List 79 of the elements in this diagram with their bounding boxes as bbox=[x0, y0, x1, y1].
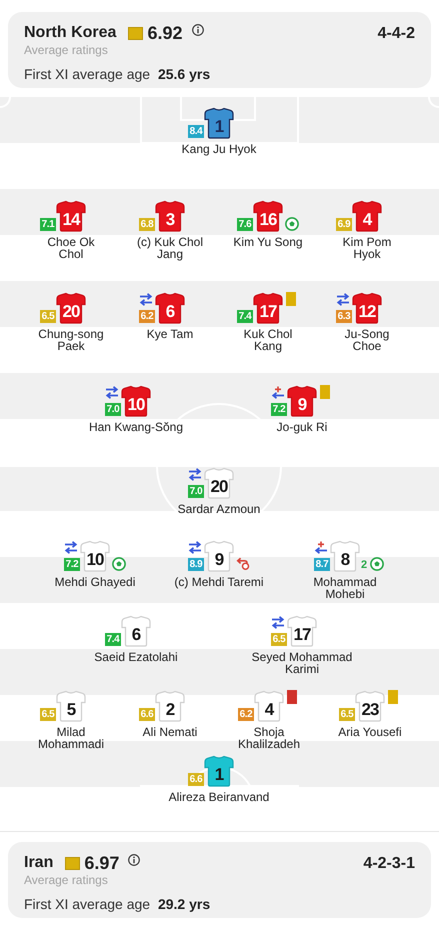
average-age-text: First XI average age 29.2 yrs bbox=[24, 896, 210, 913]
rating-badge: 7.2 bbox=[64, 558, 80, 571]
player-name: Shoja Khalilzadeh bbox=[236, 726, 302, 750]
shirt-number: 12 bbox=[358, 302, 376, 320]
rating-badge: 8.4 bbox=[188, 125, 204, 138]
player-name: Kang Ju Hyok bbox=[182, 143, 256, 155]
rating-badge: 6.3 bbox=[336, 310, 352, 323]
shirt-number: 20 bbox=[210, 478, 228, 494]
rating-badge: 6.5 bbox=[40, 708, 56, 721]
player-name: Ju-Song Choe bbox=[344, 328, 390, 352]
rating-badge: 8.7 bbox=[314, 558, 330, 571]
rating-badge: 7.1 bbox=[40, 218, 56, 231]
player-name: Han Kwang-Sŏng bbox=[88, 421, 184, 433]
team-summary-card bbox=[8, 842, 431, 918]
average-age-text: First XI average age 25.6 yrs bbox=[24, 66, 210, 83]
player-name: Milad Mohammadi bbox=[36, 726, 106, 750]
shirt-number: 8 bbox=[340, 550, 350, 568]
shirt-number: 20 bbox=[62, 302, 80, 320]
shirt-number: 4 bbox=[362, 210, 372, 228]
player-name: Kim Yu Song bbox=[233, 236, 303, 248]
team-rating: 6.92 bbox=[147, 22, 182, 44]
rating-badge: 8.9 bbox=[188, 558, 204, 571]
shirt-number: 10 bbox=[86, 550, 104, 568]
player-name: Alireza Beiranvand bbox=[168, 791, 270, 803]
shirt-number: 6 bbox=[132, 626, 140, 642]
formation: 4-4-2 bbox=[378, 24, 415, 44]
rating-badge: 7.0 bbox=[188, 485, 204, 498]
rating-badge: 6.5 bbox=[271, 633, 287, 646]
shirt-number: 5 bbox=[66, 700, 76, 718]
formation: 4-2-3-1 bbox=[363, 854, 415, 874]
shirt-number: 4 bbox=[264, 700, 274, 718]
team-summary-card bbox=[8, 12, 431, 88]
rating-badge: 7.4 bbox=[105, 633, 121, 646]
player-name: Choe Ok Chol bbox=[46, 236, 96, 260]
shirt-number: 9 bbox=[298, 396, 306, 412]
shirt-number: 3 bbox=[166, 210, 174, 228]
player-name: Kuk Chol Kang bbox=[242, 328, 294, 352]
shirt-number: 23 bbox=[362, 700, 378, 718]
rating-badge: 6.6 bbox=[188, 773, 204, 786]
shirt-number: 16 bbox=[260, 210, 276, 228]
rating-badge: 6.9 bbox=[336, 218, 352, 231]
shirt-number: 17 bbox=[260, 302, 276, 320]
team-name: North Korea bbox=[24, 23, 116, 43]
shirt-number: 14 bbox=[62, 210, 80, 228]
rating-badge: 6.5 bbox=[339, 708, 355, 721]
rating-badge: 6.2 bbox=[238, 708, 254, 721]
rating-badge: 6.8 bbox=[139, 218, 155, 231]
rating-caption: Average ratings bbox=[24, 43, 108, 57]
player-name: Ali Nemati bbox=[142, 726, 198, 738]
player-name: (c) Mehdi Taremi bbox=[174, 576, 264, 588]
player-name: Kye Tam bbox=[146, 328, 194, 340]
player-name: Saeid Ezatolahi bbox=[94, 651, 178, 663]
shirt-number: 6 bbox=[166, 302, 174, 320]
shirt-number: 1 bbox=[214, 766, 224, 782]
rating-badge: 6.6 bbox=[139, 708, 155, 721]
shirt-number: 17 bbox=[294, 626, 310, 642]
player-name: Sardar Azmoun bbox=[178, 503, 260, 515]
team-rating: 6.97 bbox=[84, 852, 120, 874]
team-name: Iran bbox=[24, 853, 54, 873]
rating-badge: 6.5 bbox=[40, 310, 56, 323]
shirt-number: 10 bbox=[128, 396, 144, 412]
player-name: Kim Pom Hyok bbox=[342, 236, 392, 260]
shirt-number: 2 bbox=[166, 700, 174, 718]
shirt-number: 1 bbox=[214, 118, 224, 134]
rating-badge: 7.4 bbox=[237, 310, 253, 323]
rating-badge: 7.6 bbox=[237, 218, 253, 231]
player-name: Seyed Mohammad Karimi bbox=[250, 651, 354, 675]
player-name: Aria Yousefi bbox=[338, 726, 402, 738]
player-name: Mehdi Ghayedi bbox=[54, 576, 136, 588]
rating-badge: 7.0 bbox=[105, 403, 121, 416]
player-name: Mohammad Mohebi bbox=[312, 576, 378, 600]
player-name: (c) Kuk Chol Jang bbox=[136, 236, 204, 260]
shirt-number: 9 bbox=[214, 550, 224, 568]
player-name: Jo-guk Ri bbox=[276, 421, 328, 433]
rating-caption: Average ratings bbox=[24, 873, 108, 887]
goal-count: 2 bbox=[361, 559, 368, 571]
rating-badge: 7.2 bbox=[271, 403, 287, 416]
rating-badge: 6.2 bbox=[139, 310, 155, 323]
player-name: Chung-song Paek bbox=[37, 328, 105, 352]
